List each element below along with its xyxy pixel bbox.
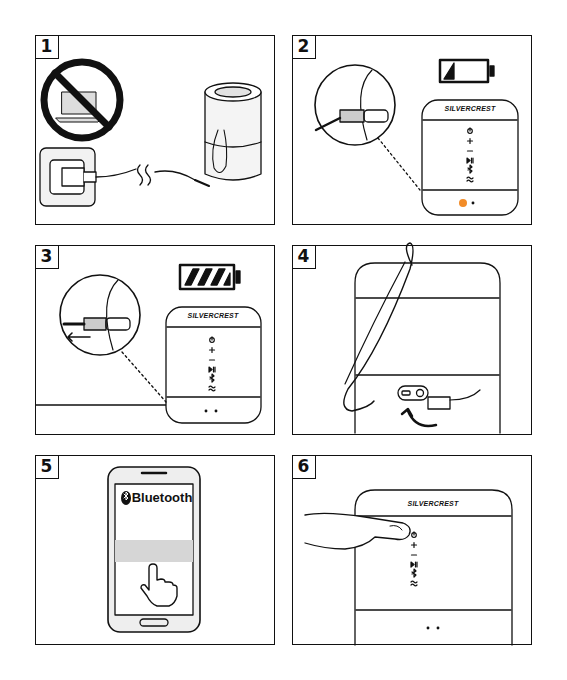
brand-logo: SILVERCREST	[408, 500, 459, 507]
step-number: 3	[35, 245, 59, 269]
step-panel: 4	[292, 245, 532, 435]
step-panel: 5	[35, 455, 275, 645]
step-number: 4	[292, 245, 316, 269]
step-number: 2	[292, 35, 316, 59]
step-number: 5	[35, 455, 59, 479]
step-panel: 2	[292, 35, 532, 225]
brand-logo: SILVERCREST	[188, 312, 239, 319]
step-panel: 1	[35, 35, 275, 225]
step-panel: 6	[292, 455, 532, 645]
step-panel: 3	[35, 245, 275, 435]
step-number: 1	[35, 35, 59, 59]
brand-logo: SILVERCREST	[445, 105, 496, 112]
step-number: 6	[292, 455, 316, 479]
screen-text: Bluetooth	[132, 490, 193, 505]
